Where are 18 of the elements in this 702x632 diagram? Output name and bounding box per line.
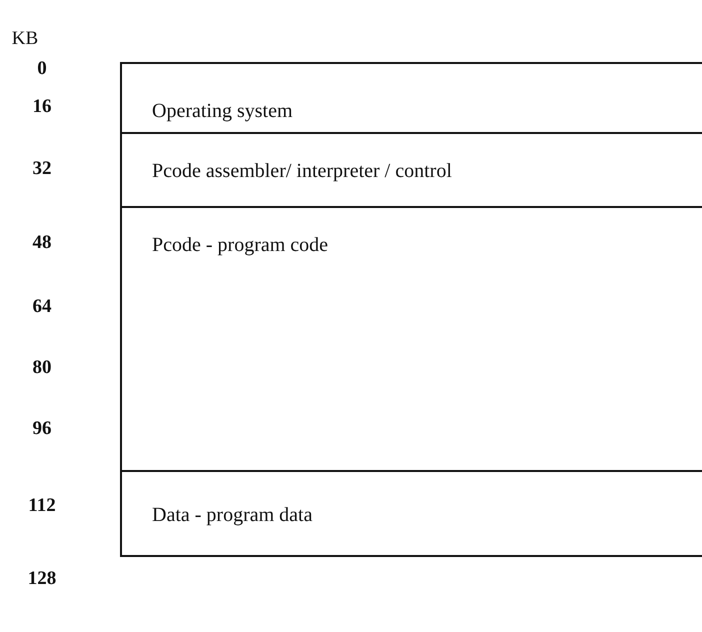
region-label: Operating system [152,100,293,123]
memory-region [120,62,702,132]
memory-region [120,206,702,470]
address-label: 128 [26,568,58,590]
address-label: 64 [32,296,52,318]
address-label: 32 [32,158,52,180]
address-label: 112 [27,495,57,517]
address-label: 48 [32,232,52,254]
region-label: Pcode - program code [152,234,328,257]
address-label: 16 [32,96,52,118]
address-label: 0 [36,58,48,80]
unit-label: KB [10,28,40,50]
address-label: 96 [32,418,52,440]
region-label: Data - program data [152,504,312,527]
memory-region [120,470,702,555]
address-label: 80 [32,357,52,379]
memory-region [120,132,702,206]
region-label: Pcode assembler/ interpreter / control [152,160,452,183]
